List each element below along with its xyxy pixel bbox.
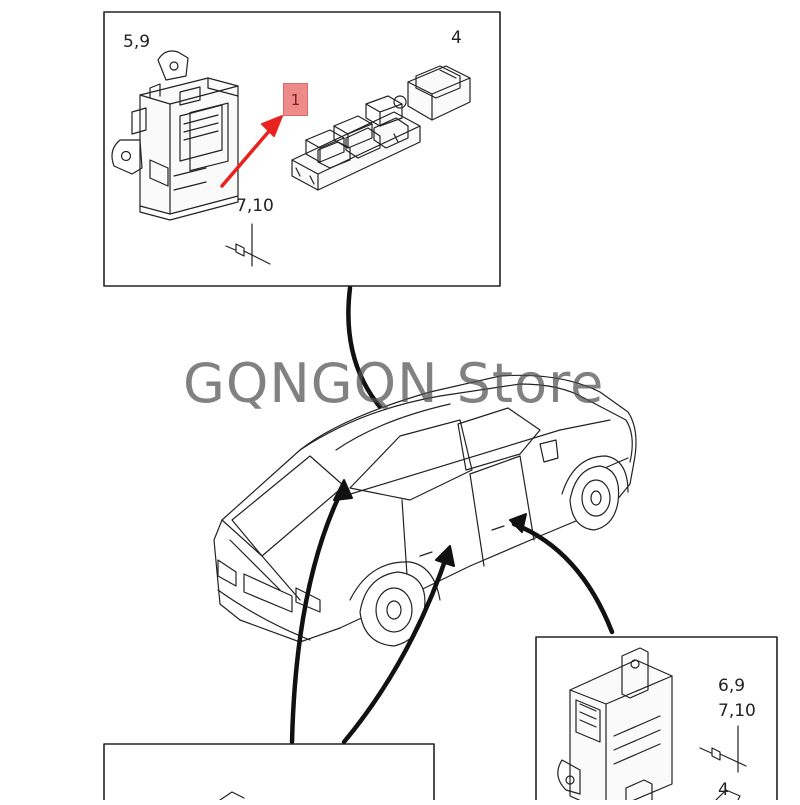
callout-4: 4 xyxy=(451,28,462,48)
connector-arrow-bottom-left-a xyxy=(289,483,347,745)
fastener-drawing xyxy=(225,223,271,267)
bottom-left-partial-part xyxy=(219,791,245,801)
top-detail-panel xyxy=(103,11,501,287)
body-module-drawing xyxy=(557,647,673,805)
highlight-marker-1: 1 xyxy=(283,83,308,116)
bottom-right-partial-part xyxy=(715,789,741,801)
control-module-drawing xyxy=(111,50,239,221)
connector-arrow-bottom-right xyxy=(511,521,615,635)
bottom-left-detail-panel xyxy=(103,743,435,805)
bottom-fastener-drawing xyxy=(699,725,747,773)
car-drawing xyxy=(213,374,637,647)
window-switch-panel-drawing xyxy=(291,95,421,191)
single-switch-drawing xyxy=(407,65,471,121)
callout-4-bottom: 4 xyxy=(718,780,729,800)
highlight-arrowhead xyxy=(261,115,283,137)
connector-arrow-bottom-left-b xyxy=(341,549,451,745)
callout-6-9: 6,9 xyxy=(718,676,746,696)
highlight-arrow xyxy=(220,128,272,188)
callout-7-10-bottom: 7,10 xyxy=(718,701,756,721)
bottom-right-detail-panel xyxy=(535,636,778,805)
store-watermark: GQNGQN Store xyxy=(183,352,605,415)
callout-5-9: 5,9 xyxy=(123,32,151,52)
callout-7-10: 7,10 xyxy=(236,196,274,216)
